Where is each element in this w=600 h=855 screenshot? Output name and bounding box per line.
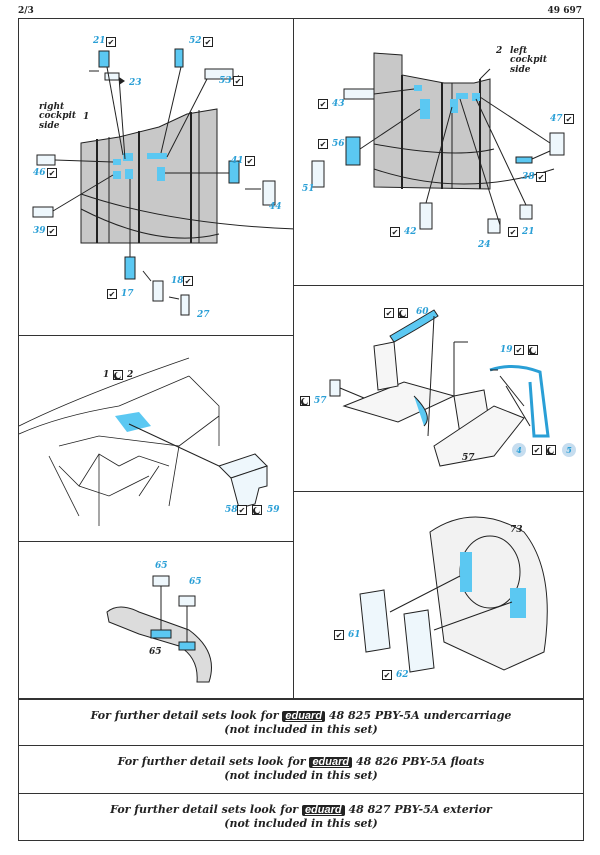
part-number-73: 73 bbox=[510, 525, 523, 535]
footer-product: 48 825 PBY-5A undercarriage bbox=[328, 709, 512, 722]
footer-prefix: For further detail sets look for bbox=[90, 709, 279, 722]
eduard-logo: eduard bbox=[282, 711, 326, 722]
panel-4-drawing bbox=[329, 309, 550, 467]
part-label-61: 61 bbox=[348, 630, 361, 640]
footer-prefix: For further detail sets look for bbox=[117, 755, 306, 768]
panel-2-drawing bbox=[311, 52, 565, 234]
footer-note: (not included in this set) bbox=[224, 723, 378, 736]
check-icon: ✔ bbox=[245, 156, 255, 166]
check-icon: ✔ bbox=[237, 505, 247, 515]
check-icon: ✔ bbox=[47, 168, 57, 178]
check-icon: ✔ bbox=[318, 139, 328, 149]
part-label-27: 27 bbox=[197, 310, 210, 320]
part-label-21: 21 bbox=[93, 36, 106, 46]
footer-product: 48 826 PBY-5A floats bbox=[355, 755, 485, 768]
check-icon: ✔ bbox=[536, 172, 546, 182]
footer-note: (not included in this set) bbox=[224, 817, 378, 830]
panel-5-drawing bbox=[106, 575, 212, 683]
panel-pilot-seats: ✔ 60 19 ✔ 57 57 4 ✔ 5 bbox=[293, 285, 584, 492]
part-label-43: 43 bbox=[332, 99, 345, 109]
part-circle-4: 4 bbox=[512, 443, 526, 457]
check-icon: ✔ bbox=[107, 289, 117, 299]
part-label-60: 60 bbox=[416, 307, 429, 317]
footer-prefix: For further detail sets look for bbox=[110, 803, 299, 816]
check-icon: ✔ bbox=[47, 226, 57, 236]
check-icon: ✔ bbox=[514, 345, 524, 355]
step-number: 1 bbox=[83, 112, 90, 122]
footer-undercarriage: For further detail sets look for eduard … bbox=[18, 699, 584, 746]
check-icon: ✔ bbox=[384, 308, 394, 318]
part-label-17: 17 bbox=[121, 289, 134, 299]
part-label-56: 56 bbox=[332, 139, 345, 149]
part-label-58: 58 bbox=[225, 505, 238, 515]
step-number: 1 bbox=[103, 370, 110, 380]
part-label-24: 24 bbox=[478, 240, 491, 250]
part-label-46: 46 bbox=[33, 168, 46, 178]
panel-rail-part: 65 65 65 bbox=[18, 541, 294, 699]
panel-6-drawing bbox=[359, 516, 548, 673]
eduard-logo: eduard bbox=[309, 757, 353, 768]
etch-icon bbox=[300, 396, 310, 406]
part-label-18: 18 bbox=[171, 276, 184, 286]
panel-1-drawing bbox=[32, 48, 293, 316]
check-icon: ✔ bbox=[106, 37, 116, 47]
footer-product: 48 827 PBY-5A exterior bbox=[348, 803, 492, 816]
check-icon: ✔ bbox=[233, 76, 243, 86]
footer-floats: For further detail sets look for eduard … bbox=[18, 745, 584, 794]
eduard-logo: eduard bbox=[301, 805, 345, 816]
part-label-41: 41 bbox=[231, 156, 244, 166]
check-icon: ✔ bbox=[203, 37, 213, 47]
part-label-19: 19 bbox=[500, 345, 513, 355]
page-number: 2/3 bbox=[18, 6, 34, 16]
part-label-62: 62 bbox=[396, 670, 409, 680]
part-number-65: 65 bbox=[149, 647, 162, 657]
etch-icon bbox=[546, 445, 556, 455]
part-label-57: 57 bbox=[314, 396, 327, 406]
part-number-57: 57 bbox=[462, 453, 475, 463]
panel-3-drawing bbox=[19, 357, 268, 526]
part-label-47: 47 bbox=[550, 114, 563, 124]
set-code: 49 697 bbox=[547, 6, 582, 16]
part-label-21: 21 bbox=[522, 227, 535, 237]
etch-icon bbox=[113, 370, 123, 380]
check-icon: ✔ bbox=[564, 114, 574, 124]
part-circle-5: 5 bbox=[562, 443, 576, 457]
part-label-65: 65 bbox=[155, 561, 168, 571]
check-icon: ✔ bbox=[382, 670, 392, 680]
panel-bulkhead: 73 ✔ 61 ✔ 62 bbox=[293, 491, 584, 699]
check-icon: ✔ bbox=[532, 445, 542, 455]
step-number: 2 bbox=[496, 46, 503, 56]
part-label-23: 23 bbox=[129, 78, 142, 88]
step-number: 2 bbox=[127, 370, 134, 380]
footer-exterior: For further detail sets look for eduard … bbox=[18, 793, 584, 841]
part-label-53: 53 bbox=[219, 76, 232, 86]
etch-icon bbox=[398, 308, 408, 318]
part-label-39: 39 bbox=[33, 226, 46, 236]
part-label-42: 42 bbox=[404, 227, 417, 237]
part-label-44: 44 bbox=[269, 202, 282, 212]
part-label-38: 38 bbox=[522, 172, 535, 182]
footer-note: (not included in this set) bbox=[224, 769, 378, 782]
part-label-52: 52 bbox=[189, 36, 202, 46]
etch-icon bbox=[528, 345, 538, 355]
part-label-59: 59 bbox=[267, 505, 280, 515]
check-icon: ✔ bbox=[318, 99, 328, 109]
check-icon: ✔ bbox=[390, 227, 400, 237]
check-icon: ✔ bbox=[508, 227, 518, 237]
panel-hull-interior: 1 2 58 ✔ 59 bbox=[18, 335, 294, 542]
etch-icon bbox=[252, 505, 262, 515]
part-label-65: 65 bbox=[189, 577, 202, 587]
check-icon: ✔ bbox=[183, 276, 193, 286]
part-label-51: 51 bbox=[302, 184, 315, 194]
check-icon: ✔ bbox=[334, 630, 344, 640]
